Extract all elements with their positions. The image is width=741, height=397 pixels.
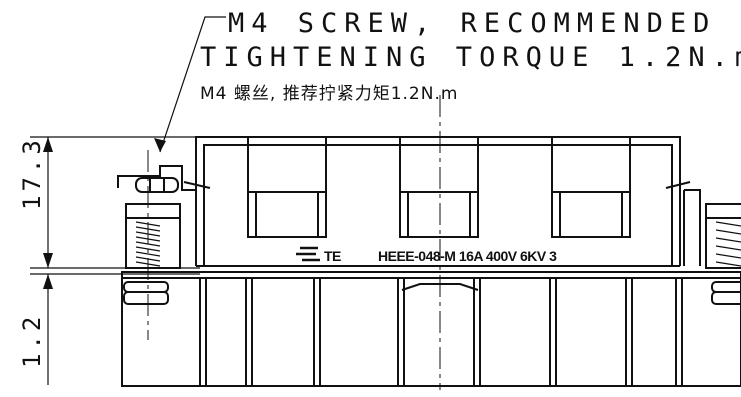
- contact-window-2: [399, 136, 479, 238]
- left-latch-assembly: [117, 150, 197, 340]
- dimension-1-2: [30, 273, 200, 385]
- connector-housing: [183, 136, 691, 267]
- housing-marking: HEEE-048-M 16A 400V 6KV 3: [378, 248, 557, 264]
- callout-line-3: M4 螺丝, 推荐拧紧力矩1.2N.m: [200, 84, 458, 104]
- dimension-label-upper: 17.3: [18, 136, 46, 210]
- callout-leader: [154, 16, 226, 153]
- te-logo: TE: [296, 246, 342, 264]
- contact-window-3: [551, 136, 631, 238]
- contact-window-1: [247, 136, 327, 238]
- right-latch-assembly: [683, 189, 741, 305]
- te-logo-text: TE: [324, 248, 341, 264]
- lower-body: [121, 271, 741, 387]
- dimension-label-lower: 1.2: [18, 313, 46, 368]
- dimension-17-3: [30, 136, 200, 269]
- callout-line-1: M4 SCREW, RECOMMENDED: [228, 8, 716, 39]
- callout-line-2: TIGHTENING TORQUE 1.2N.m: [200, 42, 741, 73]
